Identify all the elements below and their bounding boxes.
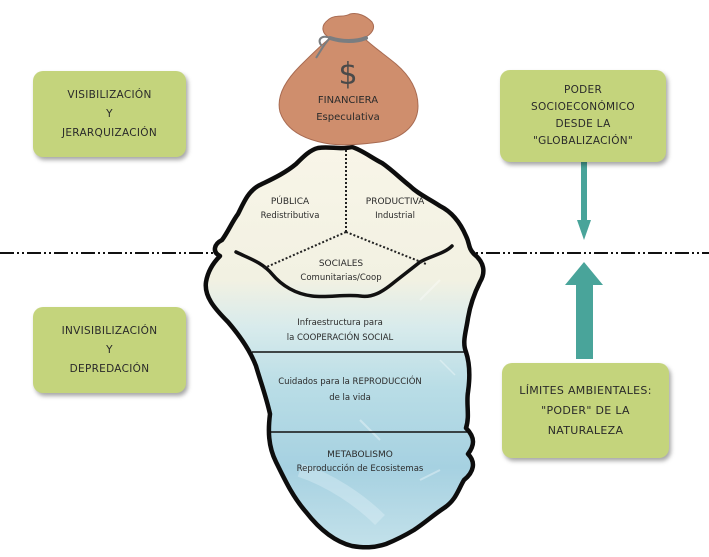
- money-bag-title: FINANCIERA: [318, 95, 378, 106]
- poder-line1: PODER: [563, 84, 603, 96]
- visibilizacion-box: VISIBILIZACIÓN Y JERARQUIZACIÓN: [33, 71, 186, 157]
- tip-inner-outline: [234, 244, 454, 299]
- layer-metabolismo-line1: METABOLISMO: [327, 450, 393, 460]
- invisibilizacion-line3: DEPREDACIÓN: [69, 362, 150, 375]
- water-texture: [297, 279, 456, 526]
- poder-line3: DESDE LA: [555, 118, 611, 130]
- limites-line1: LÍMITES AMBIENTALES:: [519, 383, 652, 397]
- layer-cuidados-line1: Cuidados para la REPRODUCCIÓN: [278, 375, 422, 387]
- iceberg: PÚBLICA Redistributiva PRODUCTIVA Indust…: [203, 144, 486, 550]
- iceberg-outline: [203, 144, 486, 550]
- tip-publica-subtitle: Redistributiva: [261, 211, 320, 221]
- limites-line2: "PODER" DE LA: [541, 403, 630, 417]
- tip-sociales-subtitle: Comunitarias/Coop: [300, 273, 381, 283]
- tip-sociales-title: SOCIALES: [319, 259, 364, 269]
- money-bag-subtitle: Especulativa: [316, 112, 380, 123]
- money-bag-tie-loop: [315, 35, 331, 59]
- tip-divider-left: [261, 231, 347, 270]
- layer-cooperacion-line1: Infraestructura para: [297, 318, 383, 328]
- money-bag-body: [278, 13, 419, 146]
- limites-line3: NATURALEZA: [547, 423, 624, 437]
- layer-metabolismo-line2: Reproducción de Ecosistemas: [297, 463, 424, 474]
- invisibilizacion-line1: INVISIBILIZACIÓN: [61, 324, 158, 337]
- poder-line4: "GLOBALIZACIÓN": [532, 135, 634, 147]
- tip-productiva-title: PRODUCTIVA: [366, 197, 425, 207]
- money-bag-tie: [328, 36, 368, 43]
- layer-cuidados-line2: de la vida: [329, 393, 371, 403]
- tip-publica-title: PÚBLICA: [271, 195, 310, 207]
- tip-productiva-subtitle: Industrial: [375, 211, 415, 221]
- visibilizacion-line1: VISIBILIZACIÓN: [67, 88, 152, 101]
- money-bag: $ FINANCIERA Especulativa: [278, 13, 419, 146]
- invisibilizacion-line2: Y: [106, 343, 113, 356]
- visibilizacion-line2: Y: [106, 107, 113, 120]
- visibilizacion-line3: JERARQUIZACIÓN: [61, 126, 158, 139]
- poder-line2: SOCIOECONÓMICO: [531, 101, 635, 113]
- arrow-up: [565, 262, 603, 359]
- arrow-down: [577, 161, 591, 240]
- invisibilizacion-box: INVISIBILIZACIÓN Y DEPREDACIÓN: [33, 307, 186, 393]
- layer-cooperacion-line2: la COOPERACIÓN SOCIAL: [287, 331, 394, 343]
- limites-ambientales-box: LÍMITES AMBIENTALES: "PODER" DE LA NATUR…: [502, 363, 669, 458]
- dollar-icon: $: [338, 57, 357, 92]
- poder-socioeconomico-box: PODER SOCIOECONÓMICO DESDE LA "GLOBALIZA…: [500, 70, 666, 162]
- iceberg-body: [205, 147, 484, 548]
